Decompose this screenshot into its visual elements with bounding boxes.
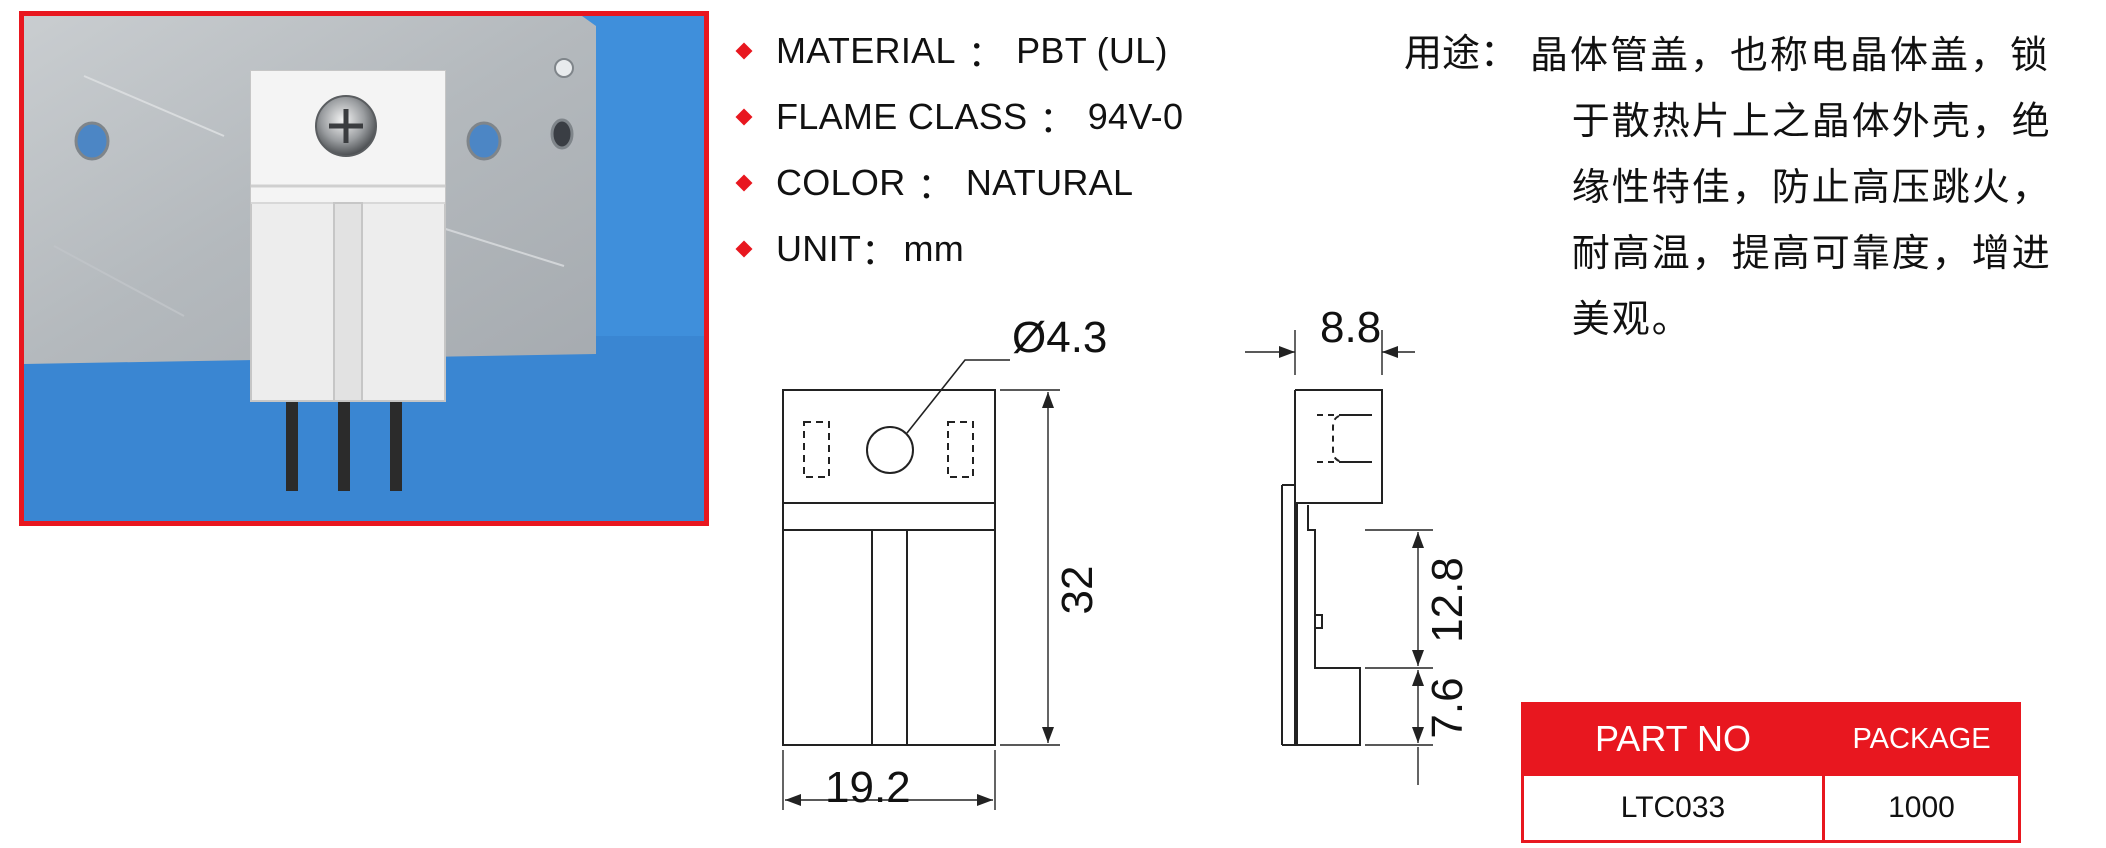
- header-package: PACKAGE: [1822, 702, 2021, 776]
- diamond-bullet-icon: [735, 240, 753, 258]
- product-photo: [19, 11, 709, 526]
- spec-separator: ：: [917, 165, 954, 206]
- spec-item-material: MATERIAL ： PBT (UL): [732, 18, 1183, 84]
- spec-label: MATERIAL: [776, 30, 956, 71]
- spec-label: COLOR: [776, 162, 906, 203]
- cell-part-no: LTC033: [1521, 773, 1825, 843]
- dim-width: 19.2: [825, 763, 911, 812]
- spec-value: 94V-0: [1087, 96, 1184, 137]
- table-header-row: PART NO PACKAGE: [1521, 702, 2021, 776]
- front-view-outline: [782, 389, 996, 746]
- spec-label: FLAME CLASS: [776, 96, 1028, 137]
- spec-separator: ：: [1039, 99, 1076, 140]
- diamond-bullet-icon: [735, 174, 753, 192]
- spec-value: PBT (UL): [1016, 30, 1168, 71]
- spec-item-flame-class: FLAME CLASS ： 94V-0: [732, 84, 1183, 150]
- dim-hole-diameter: Ø4.3: [1012, 313, 1107, 362]
- spec-value: NATURAL: [965, 162, 1134, 203]
- spec-label: UNIT: [776, 228, 862, 269]
- spec-list: MATERIAL ： PBT (UL) FLAME CLASS ： 94V-0 COLO…: [732, 18, 1183, 282]
- dim-depth: 8.8: [1320, 303, 1381, 352]
- usage-label: 用途：: [1404, 31, 1519, 75]
- table-row: LTC033 1000: [1521, 773, 2021, 843]
- dim-slot: 12.8: [1423, 557, 1472, 643]
- side-view-outline: [1295, 389, 1383, 746]
- spec-separator: ：: [861, 231, 898, 272]
- spec-separator: ：: [967, 33, 1005, 74]
- dim-lip: 7.6: [1423, 677, 1472, 738]
- usage-description: 晶体管盖，也称电晶体盖，锁于散热片上之晶体外壳，绝缘性特佳，防止高压跳火，耐高温…: [1530, 33, 2052, 341]
- spec-item-color: COLOR ： NATURAL: [732, 150, 1183, 216]
- spec-value: mm: [903, 228, 965, 269]
- part-table: PART NO PACKAGE LTC033 1000: [1521, 702, 2021, 843]
- mounting-hole: [866, 426, 914, 474]
- header-part-no: PART NO: [1521, 702, 1825, 776]
- diamond-bullet-icon: [735, 42, 753, 60]
- spec-item-unit: UNIT：mm: [732, 216, 1183, 282]
- dim-height: 32: [1053, 566, 1102, 615]
- cell-package: 1000: [1822, 773, 2021, 843]
- technical-drawing: Ø4.3 19.2 8.8 32 12.8 7.6: [750, 300, 1500, 820]
- diamond-bullet-icon: [735, 108, 753, 126]
